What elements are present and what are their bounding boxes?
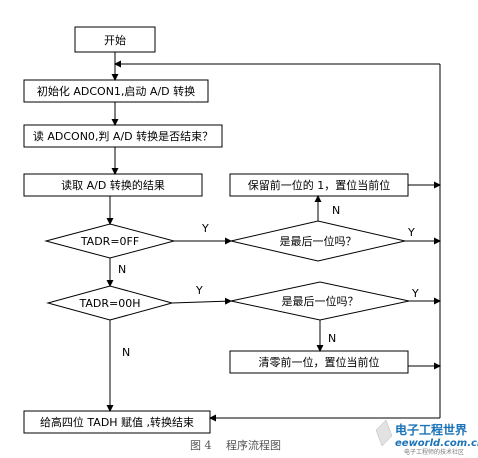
label-n-last-bit-1: N bbox=[332, 204, 340, 217]
watermark-line1: 电子工程世界 bbox=[395, 422, 467, 437]
decision-tadr-0ff-label: TADR=0FF bbox=[80, 235, 139, 248]
label-y-decision-0ff: Y bbox=[201, 222, 209, 235]
logo-chip-icon bbox=[375, 419, 393, 447]
figure-caption: 图 4 程序流程图 bbox=[190, 438, 281, 452]
clear-bit-label: 清零前一位，置位当前位 bbox=[259, 355, 380, 369]
keep-bit-label: 保留前一位的 1，置位当前位 bbox=[248, 178, 391, 192]
start-label: 开始 bbox=[104, 33, 126, 47]
label-y-decision-00h: Y bbox=[195, 284, 203, 297]
read-wait-label: 读 ADCON0,判 A/D 转换是否结束？ bbox=[33, 129, 213, 143]
decision-last-bit-2: 是最后一位吗？ bbox=[230, 281, 410, 321]
edge-decision-00h-yes bbox=[171, 297, 232, 305]
label-n-last-bit-2: N bbox=[328, 332, 336, 345]
read-result-node: 读取 A/D 转换的结果 bbox=[23, 173, 203, 197]
assign-node: 给高四位 TADH 赋值 ,转换结束 bbox=[23, 410, 211, 434]
read-wait-node: 读 ADCON0,判 A/D 转换是否结束？ bbox=[23, 124, 223, 148]
init-node: 初始化 ADCON1,启动 A/D 转换 bbox=[23, 79, 209, 103]
watermark-line2: eeworld.com.cn bbox=[395, 438, 478, 449]
label-n-decision-00h: N bbox=[122, 346, 130, 359]
watermark-logo: 电子工程世界 eeworld.com.cn 电子工程师的技术社区 bbox=[375, 419, 478, 456]
decision-tadr-0ff: TADR=0FF bbox=[44, 223, 176, 259]
label-y-last-bit-1: Y bbox=[407, 226, 415, 239]
init-label: 初始化 ADCON1,启动 A/D 转换 bbox=[37, 84, 195, 98]
watermark-line3: 电子工程师的技术社区 bbox=[404, 448, 464, 456]
decision-tadr-00h-label: TADR=00H bbox=[79, 297, 141, 310]
read-result-label: 读取 A/D 转换的结果 bbox=[61, 178, 165, 192]
assign-label: 给高四位 TADH 赋值 ,转换结束 bbox=[40, 415, 194, 429]
label-n-decision-0ff: N bbox=[118, 263, 126, 276]
label-y-last-bit-2: Y bbox=[411, 287, 419, 300]
decision-last-bit-1: 是最后一位吗？ bbox=[230, 220, 406, 262]
clear-bit-node: 清零前一位，置位当前位 bbox=[229, 350, 409, 374]
keep-bit-node: 保留前一位的 1，置位当前位 bbox=[229, 173, 409, 197]
decision-last-bit-1-label: 是最后一位吗？ bbox=[280, 234, 357, 248]
decision-last-bit-2-label: 是最后一位吗？ bbox=[282, 294, 359, 308]
start-node: 开始 bbox=[74, 26, 156, 53]
decision-tadr-00h: TADR=00H bbox=[46, 285, 174, 321]
